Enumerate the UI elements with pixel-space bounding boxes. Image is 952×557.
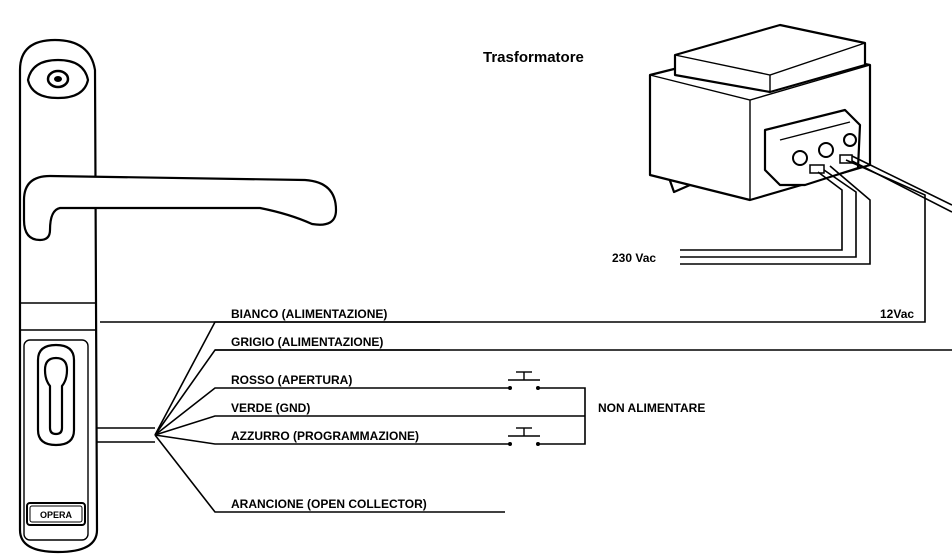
mains-wires bbox=[680, 165, 871, 265]
transformer-illustration bbox=[648, 23, 872, 202]
wire-label-azzurro: AZZURRO (PROGRAMMAZIONE) bbox=[231, 429, 419, 443]
mains-voltage-label: 230 Vac bbox=[612, 251, 656, 265]
wire-label-verde: VERDE (GND) bbox=[231, 401, 310, 415]
pushbutton-switch-icon bbox=[508, 371, 586, 416]
wire-label-bianco: BIANCO (ALIMENTAZIONE) bbox=[231, 307, 387, 321]
do-not-power-note: NON ALIMENTARE bbox=[598, 401, 705, 415]
wire-label-rosso: ROSSO (APERTURA) bbox=[231, 373, 352, 387]
transformer-title: Trasformatore bbox=[483, 49, 584, 66]
low-voltage-label: 12Vac bbox=[880, 307, 914, 321]
svg-text:OPERA: OPERA bbox=[40, 510, 73, 520]
pushbutton-switch-icon bbox=[508, 416, 586, 446]
door-handle-illustration: OPERA bbox=[18, 38, 338, 554]
opera-logo: OPERA bbox=[26, 502, 86, 526]
cable-fanout bbox=[154, 321, 585, 513]
wire-label-arancione: ARANCIONE (OPEN COLLECTOR) bbox=[231, 497, 427, 511]
wire-label-grigio: GRIGIO (ALIMENTAZIONE) bbox=[231, 335, 383, 349]
